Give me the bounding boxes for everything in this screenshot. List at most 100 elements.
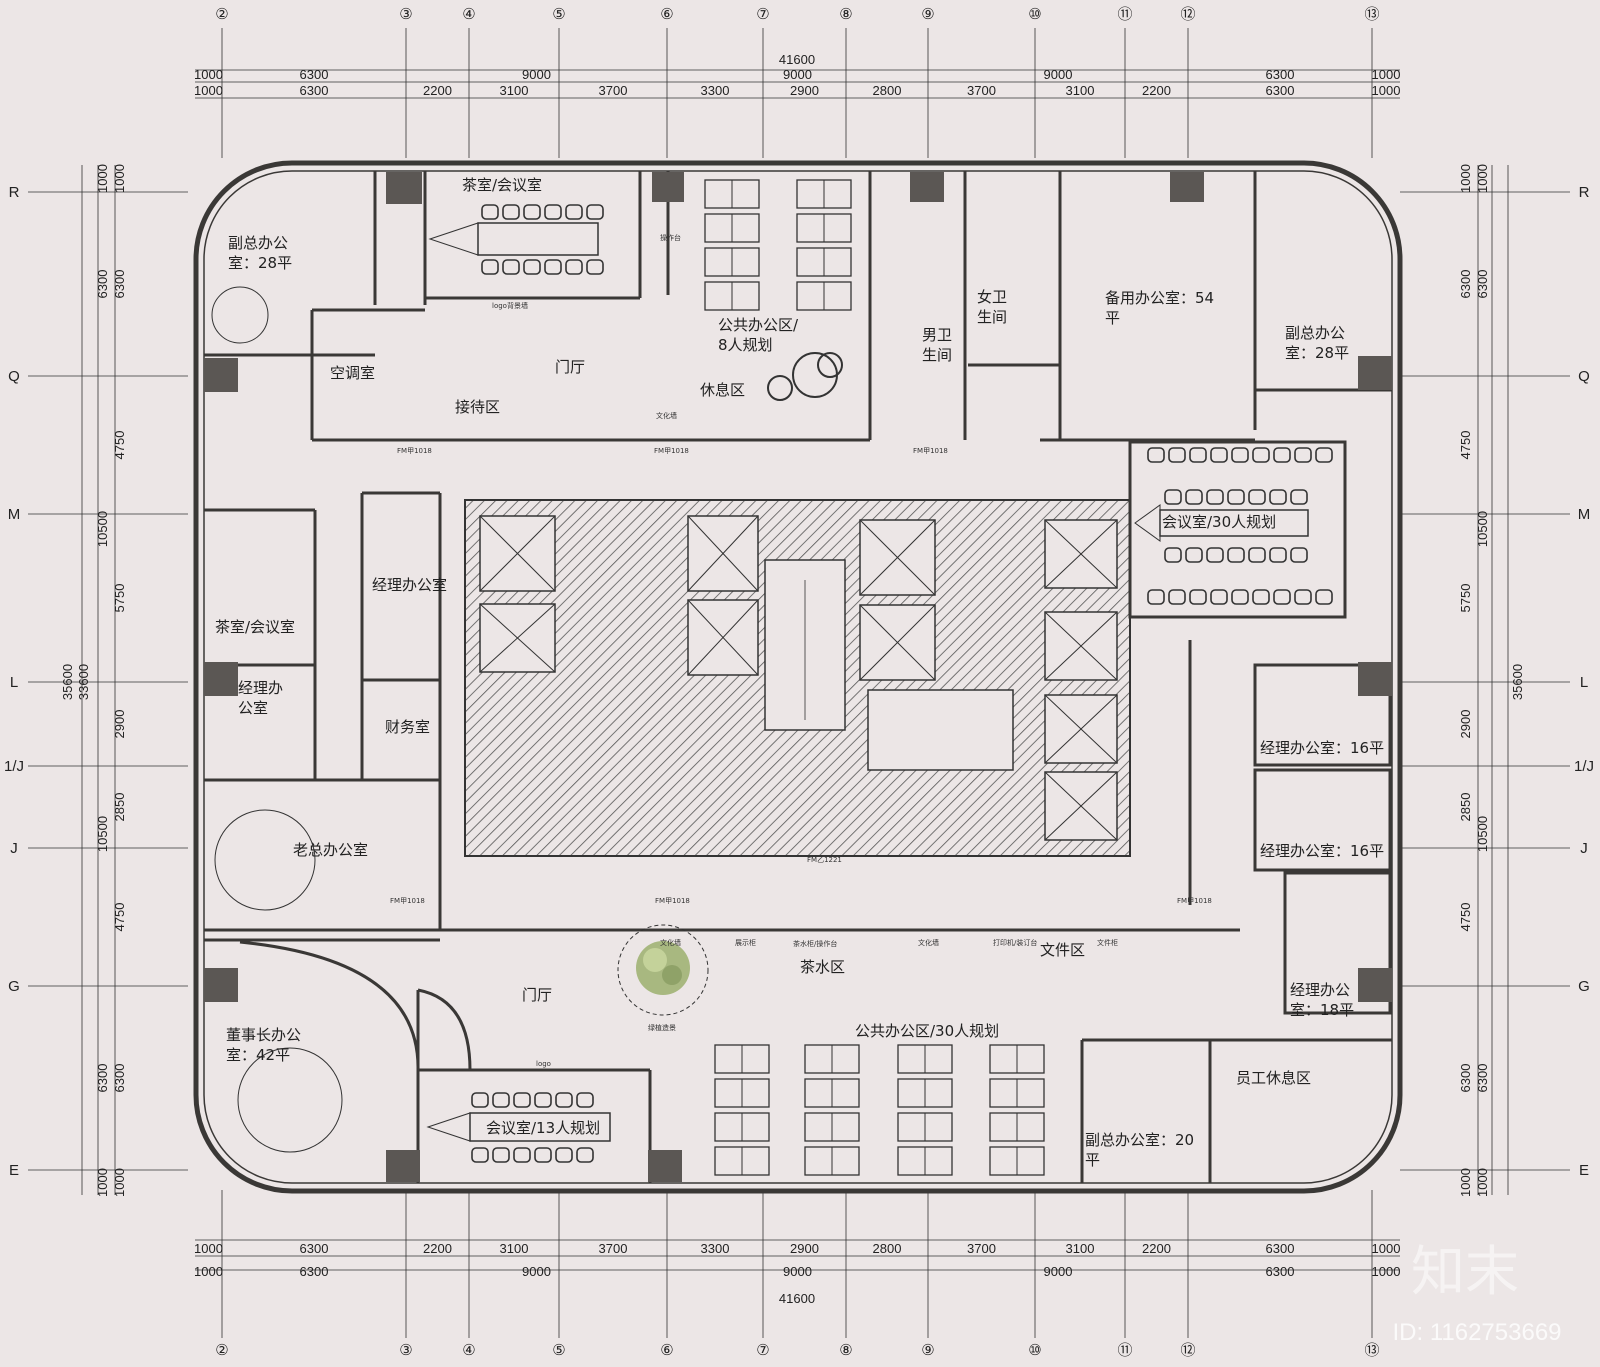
chair-30-row3-5: [1269, 547, 1287, 563]
axis-right-4: 1/J: [1574, 758, 1594, 775]
axis-left-5: J: [10, 840, 18, 857]
lounge-furniture: [211, 286, 843, 1153]
dim-right-a-3: 10500: [1475, 816, 1490, 852]
dim-a-bottom-6: 1000: [1372, 1264, 1401, 1279]
axis-bottom-0: ②: [215, 1342, 228, 1359]
dim-b-bottom-2: 2200: [423, 1241, 452, 1256]
dim-left-b-2: 4750: [112, 431, 127, 460]
annotation-file-cabinet: 文件柜: [1097, 938, 1118, 947]
dim-left-b-6: 4750: [112, 903, 127, 932]
dim-a-top-6: 1000: [1372, 67, 1401, 82]
annotation-door-fm7: FM乙1221: [807, 856, 842, 864]
chair-30-row3-3: [1227, 547, 1245, 563]
axis-right-1: Q: [1578, 368, 1590, 385]
lobby-curved-wall: [417, 988, 472, 1071]
chair-30-row3-2: [1206, 547, 1224, 563]
axis-right-6: G: [1578, 978, 1590, 995]
axis-bottom-2: ④: [462, 1342, 475, 1359]
dim-b-bottom-4: 3700: [599, 1241, 628, 1256]
dim-b-top-1: 6300: [300, 83, 329, 98]
chair-13-top-5: [576, 1092, 594, 1108]
room-label-lobby-n: 门厅: [555, 358, 585, 376]
chair-30-row4-3: [1210, 589, 1228, 605]
dim-total-left: 35600: [60, 664, 75, 700]
dim-right-a-2: 10500: [1475, 511, 1490, 547]
chair-30-row4-6: [1273, 589, 1291, 605]
chair-13-top-2: [513, 1092, 531, 1108]
axis-right-3: L: [1580, 674, 1588, 691]
axis-left-2: M: [8, 506, 21, 523]
dim-left-b-1: 6300: [112, 270, 127, 299]
chair-30-row1-1: [1168, 447, 1186, 463]
chair-13-top-3: [534, 1092, 552, 1108]
dim-left-b-8: 1000: [112, 1168, 127, 1197]
dim-left-b-5: 2850: [112, 793, 127, 822]
axis-top-2: ④: [462, 6, 475, 23]
room-label-manager-16b: 经理办公室：16平: [1260, 842, 1384, 860]
axis-bottom-9: ⑪: [1117, 1342, 1132, 1359]
axis-top-8: ⑩: [1028, 6, 1041, 23]
chair-30-row1-6: [1273, 447, 1291, 463]
axis-top-3: ⑤: [552, 6, 565, 23]
green-plant-feature: [617, 924, 709, 1016]
dim-right-b-3: 5750: [1458, 584, 1473, 613]
dim-b-top-7: 2800: [873, 83, 902, 98]
dim-a-bottom-1: 6300: [300, 1264, 329, 1279]
room-label-vp-office-ne: 副总办公室：28平: [1285, 324, 1349, 362]
chair-30-row4-7: [1294, 589, 1312, 605]
chair-30-row1-7: [1294, 447, 1312, 463]
dim-b-top-10: 2200: [1142, 83, 1171, 98]
room-label-finance: 财务室: [385, 718, 430, 736]
watermark-brand: 知末: [1411, 1242, 1519, 1302]
axis-left-3: L: [10, 674, 18, 691]
axis-left-0: R: [9, 184, 20, 201]
axis-top-9: ⑪: [1117, 6, 1132, 23]
room-label-manager-office-w: 经理办公室: [372, 576, 447, 594]
dim-a-top-3: 9000: [783, 67, 812, 82]
meeting-chairs: [471, 204, 1333, 1163]
chair-30-row2-5: [1269, 489, 1287, 505]
chair-30-row2-2: [1206, 489, 1224, 505]
dim-b-bottom-6: 2900: [790, 1241, 819, 1256]
chair-13-bottom-2: [513, 1147, 531, 1163]
dim-b-bottom-10: 2200: [1142, 1241, 1171, 1256]
axis-top-11: ⑬: [1364, 6, 1379, 23]
room-label-old-ceo: 老总办公室: [293, 841, 368, 859]
chair-north-bottom-3: [544, 259, 562, 275]
room-label-meeting-30: 会议室/30人规划: [1162, 513, 1276, 531]
dim-left-b-7: 6300: [112, 1064, 127, 1093]
axis-top-10: ⑫: [1180, 6, 1195, 23]
chair-30-row3-4: [1248, 547, 1266, 563]
dim-b-top-11: 6300: [1266, 83, 1295, 98]
room-label-tea-meeting-w: 茶室/会议室: [215, 618, 295, 636]
dim-b-bottom-9: 3100: [1066, 1241, 1095, 1256]
dim-left-a-2: 10500: [95, 511, 110, 547]
dim-right-b-2: 4750: [1458, 431, 1473, 460]
chair-13-top-1: [492, 1092, 510, 1108]
dim-right-a-5: 1000: [1475, 1168, 1490, 1197]
axis-left-4: 1/J: [4, 758, 24, 775]
annotation-printer: 打印机/装订台: [993, 938, 1037, 947]
dim-right-a-0: 1000: [1475, 164, 1490, 193]
chair-30-row1-8: [1315, 447, 1333, 463]
axis-bottom-6: ⑧: [839, 1342, 852, 1359]
axis-left-1: Q: [8, 368, 20, 385]
chair-30-row2-0: [1164, 489, 1182, 505]
axis-right-7: E: [1579, 1162, 1589, 1179]
annotation-green-plant: 绿植造景: [648, 1023, 676, 1032]
axis-top-4: ⑥: [660, 6, 673, 23]
chair-30-row1-4: [1231, 447, 1249, 463]
axis-top-7: ⑨: [921, 6, 934, 23]
conference-table-north: [428, 222, 599, 256]
dim-b-top-0: 1000: [194, 83, 223, 98]
chair-13-bottom-4: [555, 1147, 573, 1163]
chair-30-row1-0: [1147, 447, 1165, 463]
annotation-display-cabinet: 展示柜: [735, 938, 756, 947]
dim-a-bottom-0: 1000: [194, 1264, 223, 1279]
columns: [204, 172, 1392, 1182]
axis-bottom-11: ⑬: [1364, 1342, 1379, 1359]
